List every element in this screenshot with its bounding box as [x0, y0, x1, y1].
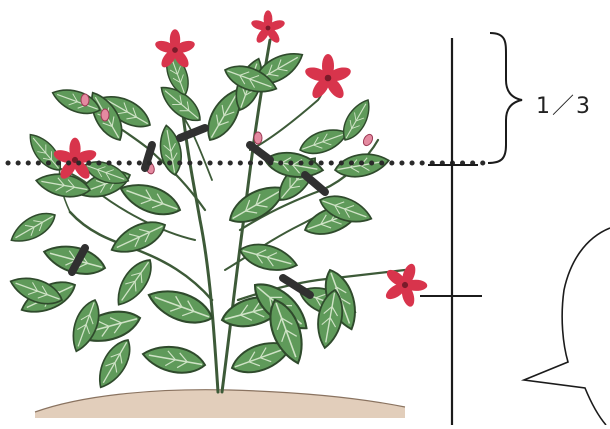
partial-outline-shape: [524, 228, 610, 425]
fraction-label: 1／3: [536, 88, 592, 120]
one-third-brace: [488, 33, 522, 163]
ground: [35, 390, 405, 418]
height-scale: [420, 38, 482, 425]
